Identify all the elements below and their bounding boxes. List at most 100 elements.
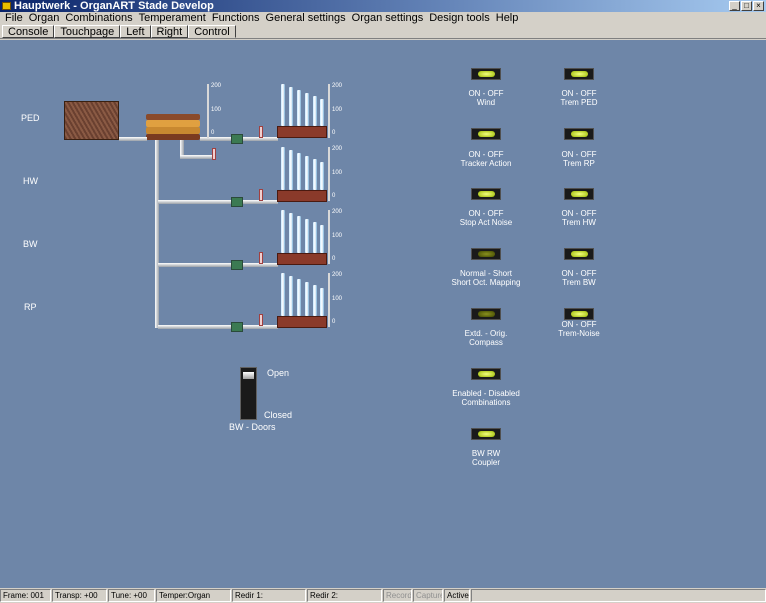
menu-design-tools[interactable]: Design tools	[429, 12, 490, 24]
blower-box	[64, 101, 119, 140]
maximize-button[interactable]: □	[741, 1, 752, 11]
windchest-rp	[277, 316, 327, 328]
wind-duct-bend	[180, 140, 184, 158]
organ-pipe	[297, 90, 301, 126]
menu-general-settings[interactable]: General settings	[265, 12, 346, 24]
pressure-scale	[328, 147, 330, 201]
control-panel: PED HW BW RP 200 100 0 200 100 0	[0, 40, 766, 588]
status-redir1: Redir 1:	[232, 589, 306, 602]
wind-duct-rp	[158, 325, 278, 329]
valve-rp	[231, 322, 243, 332]
organ-pipe	[305, 282, 309, 316]
organ-pipe	[297, 216, 301, 253]
valve-bw	[231, 260, 243, 270]
windchest-bw	[277, 253, 327, 265]
menu-functions[interactable]: Functions	[211, 12, 260, 24]
tremolo-ped-icon	[212, 148, 216, 160]
tab-control[interactable]: Control	[188, 25, 236, 38]
wind-trunk	[119, 137, 147, 141]
wind-duct-vertical	[155, 140, 159, 328]
scale-label: 100	[332, 170, 343, 176]
pressure-scale	[328, 210, 330, 264]
organ-pipe	[289, 213, 293, 253]
menu-file[interactable]: File	[5, 12, 23, 24]
organ-pipe	[281, 210, 285, 253]
swell-pedal[interactable]	[240, 367, 257, 420]
organ-pipe	[289, 87, 293, 126]
switch-trem-ped[interactable]	[564, 68, 594, 80]
switch-trem-hw[interactable]	[564, 188, 594, 200]
lamp-icon	[478, 131, 495, 137]
menu-temperament[interactable]: Temperament	[138, 12, 206, 24]
menu-bar: File Organ Combinations Temperament Func…	[0, 12, 766, 25]
tremolo-icon	[259, 252, 263, 264]
swell-slider-handle[interactable]	[243, 372, 254, 379]
lamp-icon	[571, 131, 588, 137]
division-label-bw: BW	[23, 239, 38, 249]
bellows	[146, 114, 200, 140]
organ-pipe	[320, 99, 324, 126]
status-temperament: Temper:Organ	[156, 589, 231, 602]
pressure-scale	[328, 273, 330, 327]
tremolo-icon	[259, 126, 263, 138]
organ-pipe	[305, 93, 309, 126]
pressure-scale	[207, 84, 209, 138]
lamp-icon	[478, 431, 495, 437]
tab-console[interactable]: Console	[2, 25, 55, 38]
swell-open-label: Open	[267, 368, 290, 378]
status-bar: Frame: 001 Transp: +00 Tune: +00 Temper:…	[0, 588, 766, 603]
menu-help[interactable]: Help	[495, 12, 519, 24]
tab-left[interactable]: Left	[120, 25, 151, 38]
lamp-icon	[478, 311, 495, 317]
switch-compass[interactable]	[471, 308, 501, 320]
menu-combinations[interactable]: Combinations	[65, 12, 133, 24]
tremolo-icon	[259, 314, 263, 326]
switch-trem-rp[interactable]	[564, 128, 594, 140]
tab-right[interactable]: Right	[150, 25, 189, 38]
scale-label: 200	[332, 83, 343, 89]
division-label-hw: HW	[23, 176, 38, 186]
scale-label: 200	[332, 272, 343, 278]
lamp-icon	[571, 71, 588, 77]
menu-organ[interactable]: Organ	[28, 12, 60, 24]
switch-wind[interactable]	[471, 68, 501, 80]
menu-organ-settings[interactable]: Organ settings	[351, 12, 424, 24]
organ-pipe	[313, 96, 317, 126]
scale-label: 200	[211, 83, 222, 89]
lamp-icon	[478, 71, 495, 77]
organ-pipe	[281, 147, 285, 190]
close-button[interactable]: ×	[753, 1, 764, 11]
scale-label: 100	[211, 107, 222, 113]
window-title: Hauptwerk - OrganART Stade Develop	[14, 0, 214, 12]
status-record: Record	[383, 589, 412, 602]
switch-trem-noise[interactable]	[564, 308, 594, 320]
wind-duct-bend-h	[180, 155, 216, 159]
status-active: Active	[444, 589, 470, 602]
scale-label: 100	[332, 107, 343, 113]
switch-tracker-action[interactable]	[471, 128, 501, 140]
minimize-button[interactable]: _	[729, 1, 740, 11]
switch-coupler[interactable]	[471, 428, 501, 440]
organ-pipe	[289, 276, 293, 316]
switch-short-octave[interactable]	[471, 248, 501, 260]
scale-label: 0	[211, 130, 215, 136]
scale-label: 0	[332, 193, 336, 199]
switch-compass-label: Extd. - Orig.Compass	[464, 329, 508, 347]
windchest-hw	[277, 190, 327, 202]
title-bar[interactable]: Hauptwerk - OrganART Stade Develop _ □ ×	[0, 0, 766, 12]
switch-trem-bw[interactable]	[564, 248, 594, 260]
tab-touchpage[interactable]: Touchpage	[54, 25, 121, 38]
scale-label: 200	[332, 146, 343, 152]
switch-combinations[interactable]	[471, 368, 501, 380]
pressure-scale	[328, 84, 330, 138]
organ-pipe	[289, 150, 293, 190]
switch-stop-act-noise[interactable]	[471, 188, 501, 200]
scale-label: 0	[332, 319, 336, 325]
organ-pipe	[281, 84, 285, 126]
organ-pipe	[320, 225, 324, 253]
